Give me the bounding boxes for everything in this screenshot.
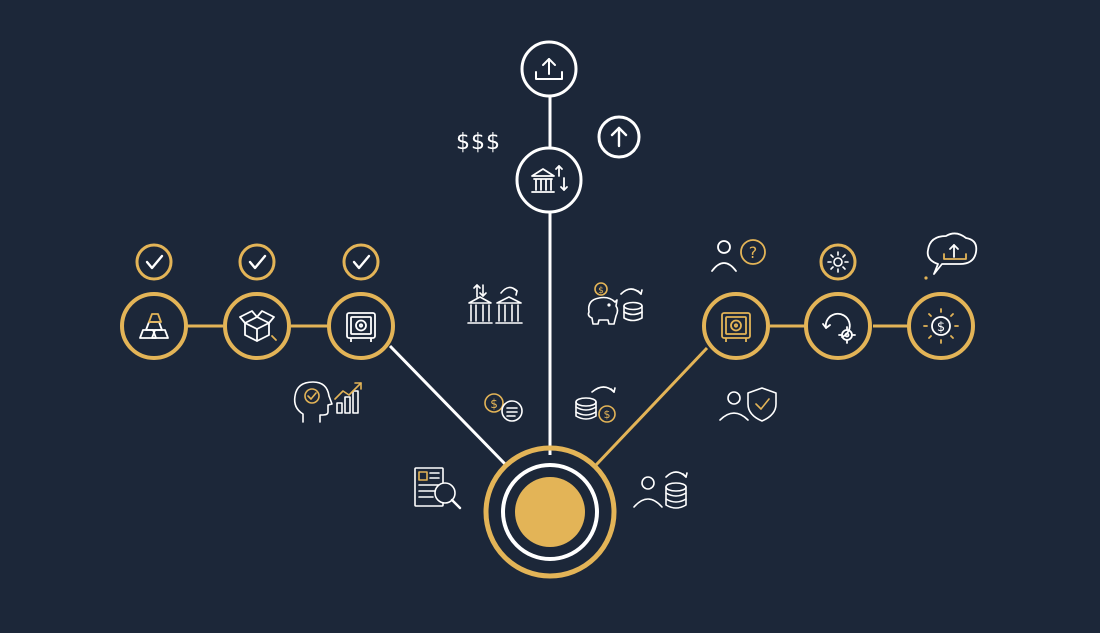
piggy-bank-coins-icon: $ xyxy=(587,282,643,325)
check-badge xyxy=(342,243,380,281)
user-shield-icon xyxy=(719,387,777,422)
svg-text:$: $ xyxy=(598,286,604,296)
document-search-icon xyxy=(414,467,462,510)
currency-annotation: $$$ xyxy=(456,130,501,155)
bank-transfer-icon xyxy=(531,165,568,193)
sun-icon xyxy=(827,251,849,273)
checkmark-icon xyxy=(248,254,267,270)
cycle-gear-node[interactable] xyxy=(804,292,872,360)
safe-node-left[interactable] xyxy=(327,292,395,360)
check-badge xyxy=(238,243,276,281)
mind-check-icon xyxy=(293,381,333,423)
branch-line-left xyxy=(388,344,508,467)
upload-node[interactable] xyxy=(520,40,578,98)
checkmark-icon xyxy=(352,254,371,270)
safe-icon xyxy=(346,312,376,342)
branch-line-right xyxy=(594,346,709,467)
dollar-list-icon: $ xyxy=(484,393,523,422)
open-box-node[interactable] xyxy=(223,292,291,360)
gold-bars-node[interactable] xyxy=(120,292,188,360)
safe-node-right[interactable] xyxy=(702,292,770,360)
svg-text:$: $ xyxy=(490,397,498,411)
svg-text:$: $ xyxy=(937,320,945,335)
coins-refresh-icon: $ xyxy=(575,386,616,423)
check-badge xyxy=(135,243,173,281)
bank-exchange-icon xyxy=(467,284,523,324)
user-question-icon: ? xyxy=(711,239,766,272)
safe-icon xyxy=(721,312,751,342)
sun-badge xyxy=(819,243,857,281)
dollar-coin-icon: $ xyxy=(923,308,959,344)
svg-text:?: ? xyxy=(749,243,758,262)
arrow-up-node[interactable] xyxy=(597,115,641,159)
chat-upload-icon xyxy=(924,232,978,280)
svg-text:$: $ xyxy=(604,408,611,421)
cycle-gear-icon xyxy=(822,312,856,344)
dollar-coin-node[interactable]: $ xyxy=(907,292,975,360)
checkmark-icon xyxy=(145,254,164,270)
gold-bars-icon xyxy=(139,313,169,339)
upload-icon xyxy=(535,58,563,80)
growth-chart-icon xyxy=(334,382,362,414)
connector-lines xyxy=(186,97,909,467)
bank-transfer-node[interactable] xyxy=(515,146,583,214)
user-coins-icon xyxy=(633,471,688,509)
open-box-icon xyxy=(239,310,277,342)
center-hub[interactable] xyxy=(483,445,617,579)
arrow-up-icon xyxy=(610,126,628,148)
